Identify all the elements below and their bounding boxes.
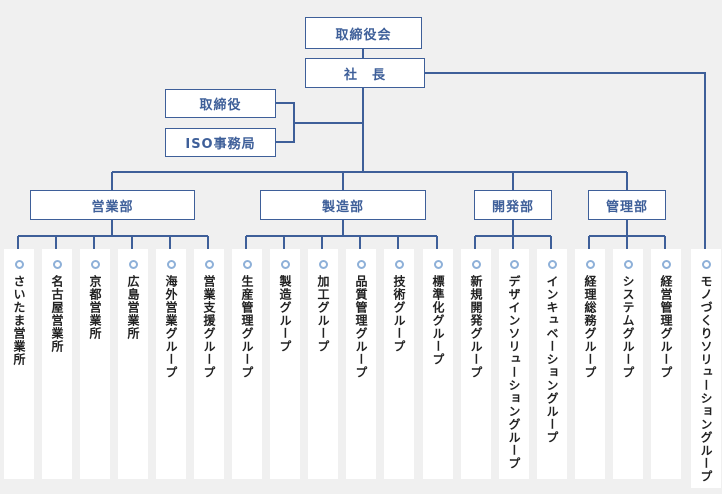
unit-label: システムグループ — [621, 275, 635, 379]
bullet-icon — [547, 260, 557, 269]
bullet-icon — [433, 260, 443, 269]
unit-label: 品質管理グループ — [354, 275, 368, 379]
unit-column: 新規開発グループ — [461, 249, 491, 479]
bullet-icon — [509, 260, 519, 269]
unit-label: 経理総務グループ — [583, 275, 597, 379]
unit-column: 海外営業グループ — [156, 249, 186, 479]
unit-label: 経営管理グループ — [659, 275, 673, 379]
unit-column: 経営管理グループ — [651, 249, 681, 479]
unit-label: インキュベーショングループ — [545, 275, 559, 444]
bullet-icon — [318, 260, 328, 269]
line-president-direct-unit — [425, 72, 706, 250]
president-label: 社 長 — [343, 67, 386, 83]
board-box: 取締役会 — [305, 17, 422, 49]
unit-label: 標準化グループ — [431, 275, 445, 366]
dept-sales-label: 営業部 — [91, 199, 134, 215]
dept-management-box: 管理部 — [588, 190, 666, 220]
bullet-icon — [701, 260, 711, 269]
unit-label: デザインソリューショングループ — [507, 275, 521, 470]
unit-label: さいたま営業所 — [12, 275, 26, 366]
bullet-icon — [585, 260, 595, 269]
unit-column: デザインソリューショングループ — [499, 249, 529, 479]
unit-column: 標準化グループ — [423, 249, 453, 479]
dept-manufacturing-box: 製造部 — [260, 190, 426, 220]
unit-label: 生産管理グループ — [240, 275, 254, 379]
director-box: 取締役 — [165, 89, 276, 118]
dept-development-box: 開発部 — [474, 190, 552, 220]
bullet-icon — [90, 260, 100, 269]
iso-office-box: ISO事務局 — [165, 128, 276, 157]
unit-label: 技術グループ — [392, 275, 406, 353]
unit-column: 経理総務グループ — [575, 249, 605, 479]
bullet-icon — [661, 260, 671, 269]
unit-label: 京都営業所 — [88, 275, 102, 340]
unit-column: 営業支援グループ — [194, 249, 224, 479]
iso-office-label: ISO事務局 — [185, 137, 256, 152]
president-box: 社 長 — [305, 58, 425, 88]
unit-label: 名古屋営業所 — [50, 275, 64, 353]
bullet-icon — [242, 260, 252, 269]
unit-column: 名古屋営業所 — [42, 249, 72, 479]
dept-manufacturing-label: 製造部 — [321, 199, 364, 215]
unit-column: インキュベーショングループ — [537, 249, 567, 479]
bullet-icon — [471, 260, 481, 269]
dept-management-label: 管理部 — [605, 199, 648, 215]
bullet-icon — [623, 260, 633, 269]
bullet-icon — [52, 260, 62, 269]
unit-label: 製造グループ — [278, 275, 292, 353]
dept-sales-box: 営業部 — [30, 190, 195, 220]
bullet-icon — [166, 260, 176, 269]
director-label: 取締役 — [199, 98, 242, 113]
unit-label: 加工グループ — [316, 275, 330, 353]
direct-unit-column: モノづくりソリューショングループ — [691, 249, 721, 488]
unit-column: 品質管理グループ — [346, 249, 376, 479]
line-staff-bracket — [276, 102, 295, 143]
unit-column: 生産管理グループ — [232, 249, 262, 479]
unit-label: 新規開発グループ — [469, 275, 483, 379]
bullet-icon — [356, 260, 366, 269]
bullet-icon — [128, 260, 138, 269]
unit-column: 広島営業所 — [118, 249, 148, 479]
unit-column: 製造グループ — [270, 249, 300, 479]
bullet-icon — [204, 260, 214, 269]
unit-label: モノづくりソリューショングループ — [699, 275, 713, 483]
unit-column: 技術グループ — [384, 249, 414, 479]
unit-column: 京都営業所 — [80, 249, 110, 479]
unit-label: 営業支援グループ — [202, 275, 216, 379]
bullet-icon — [394, 260, 404, 269]
unit-label: 広島営業所 — [126, 275, 140, 340]
bullet-icon — [14, 260, 24, 269]
unit-column: システムグループ — [613, 249, 643, 479]
unit-column: さいたま営業所 — [4, 249, 34, 479]
unit-label: 海外営業グループ — [164, 275, 178, 379]
dept-development-label: 開発部 — [491, 199, 534, 215]
bullet-icon — [280, 260, 290, 269]
board-label: 取締役会 — [335, 27, 392, 43]
unit-column: 加工グループ — [308, 249, 338, 479]
